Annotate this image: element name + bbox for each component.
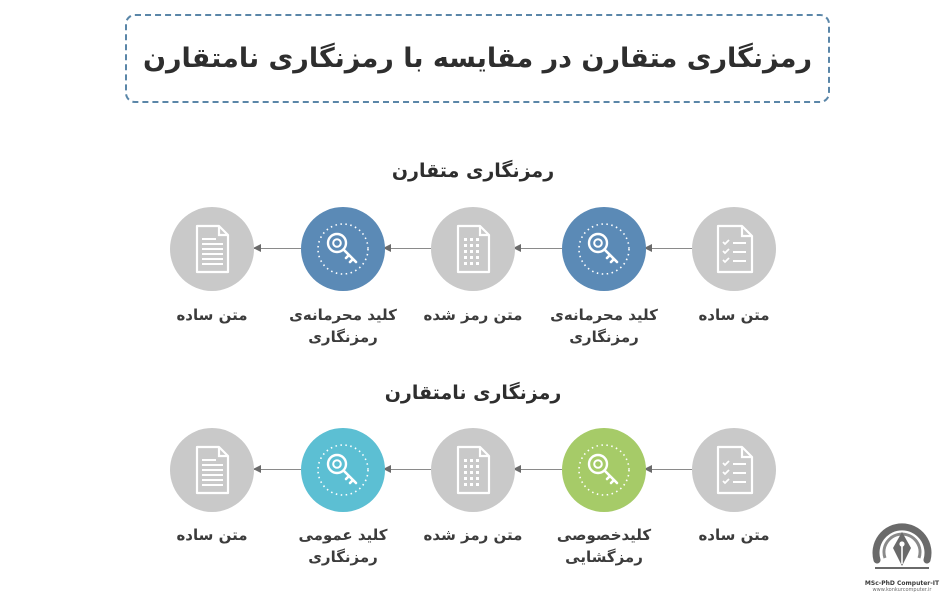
arrow-connector bbox=[513, 244, 562, 252]
key-icon bbox=[317, 223, 369, 275]
text-document-icon bbox=[195, 224, 230, 274]
arrow-connector bbox=[383, 244, 431, 252]
ciphertext-circle bbox=[431, 428, 515, 512]
plain-text-output-circle bbox=[170, 428, 254, 512]
step-label: متن ساده bbox=[176, 526, 248, 544]
arrow-connector bbox=[644, 465, 692, 473]
flow-row-asymmetric bbox=[0, 428, 946, 518]
arrow-connector bbox=[513, 465, 562, 473]
secret-key-decrypt-circle bbox=[301, 207, 385, 291]
flow-row-symmetric bbox=[0, 207, 946, 297]
site-logo: MSc-PhD Computer-IT www.konkurcomputer.i… bbox=[862, 516, 942, 602]
public-key-encrypt-circle bbox=[301, 428, 385, 512]
title-box: رمزنگاری متقارن در مقایسه با رمزنگاری نا… bbox=[125, 14, 830, 103]
section-title-asymmetric: رمزنگاری نامتقارن bbox=[384, 382, 562, 404]
plain-text-output-circle bbox=[170, 207, 254, 291]
step-label: متن رمز شده bbox=[423, 526, 523, 544]
logo-url: www.konkurcomputer.ir bbox=[872, 587, 932, 593]
step-label: کلید محرمانه‌ی رمزنگاری bbox=[289, 306, 397, 346]
step-label: متن ساده bbox=[698, 306, 770, 324]
private-key-decrypt-circle bbox=[562, 428, 646, 512]
section-title-symmetric: رمزنگاری متقارن bbox=[391, 160, 555, 182]
plain-text-input-circle bbox=[692, 428, 776, 512]
encrypted-document-icon bbox=[456, 224, 491, 274]
step-label: کلید عمومی رمزنگاری bbox=[298, 526, 388, 566]
step-label: متن رمز شده bbox=[423, 306, 523, 324]
key-icon bbox=[578, 223, 630, 275]
step-label: متن ساده bbox=[698, 526, 770, 544]
step-label: کلیدخصوصی رمزگشایی bbox=[556, 526, 652, 566]
checklist-document-icon bbox=[716, 224, 754, 274]
plain-text-input-circle bbox=[692, 207, 776, 291]
arrow-connector bbox=[253, 465, 301, 473]
arrow-connector bbox=[644, 244, 692, 252]
secret-key-encrypt-circle bbox=[562, 207, 646, 291]
step-label: کلید محرمانه‌ی رمزنگاری bbox=[550, 306, 658, 346]
arrow-connector bbox=[383, 465, 431, 473]
pen-nib-logo-icon bbox=[872, 523, 932, 569]
text-document-icon bbox=[195, 445, 230, 495]
encrypted-document-icon bbox=[456, 445, 491, 495]
arrow-connector bbox=[253, 244, 301, 252]
logo-text: MSc-PhD Computer-IT bbox=[864, 580, 940, 587]
step-label: متن ساده bbox=[176, 306, 248, 324]
ciphertext-circle bbox=[431, 207, 515, 291]
key-icon bbox=[578, 444, 630, 496]
checklist-document-icon bbox=[716, 445, 754, 495]
page-title: رمزنگاری متقارن در مقایسه با رمزنگاری نا… bbox=[142, 43, 813, 74]
key-icon bbox=[317, 444, 369, 496]
